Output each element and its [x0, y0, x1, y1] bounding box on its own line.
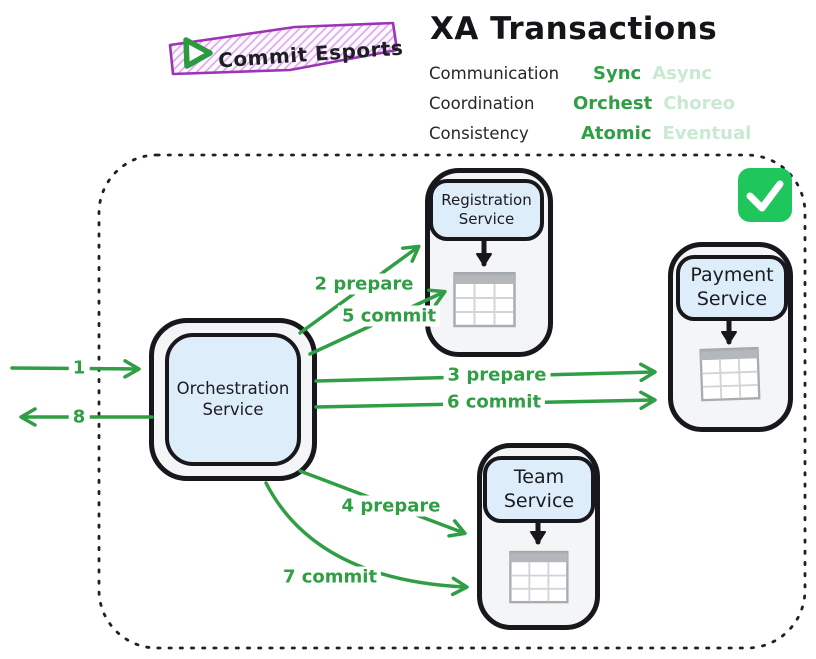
arrow-label-3-prepare: 3 prepare — [443, 364, 551, 386]
attr-label: Communication — [429, 63, 560, 83]
arrow-label-5-commit: 5 commit — [337, 305, 441, 327]
node-label-line1: Registration — [441, 191, 532, 210]
attr-unselected-value: Async — [652, 62, 713, 84]
node-label-line1: Orchestration — [176, 378, 290, 398]
attr-unselected-value: Choreo — [663, 92, 736, 114]
arrow-label-1: 1 — [68, 357, 90, 379]
node-label-box: Payment Service — [676, 255, 788, 321]
attr-row-communication: Communication Sync Async — [429, 58, 751, 88]
node-label-box: Registration Service — [429, 179, 544, 241]
arrow-label-2-prepare: 2 prepare — [310, 273, 418, 295]
play-icon — [183, 37, 213, 69]
attr-row-coordination: Coordination Orchest Choreo — [429, 88, 751, 118]
node-label-line1: Team — [513, 465, 565, 488]
node-label-box: Team Service — [483, 456, 595, 523]
badge-shape — [168, 21, 399, 76]
arrow-label-7-commit: 7 commit — [278, 566, 382, 588]
node-team-service: Team Service — [477, 443, 600, 630]
arrow-label-8: 8 — [68, 406, 90, 428]
page-title: XA Transactions — [430, 11, 718, 47]
attr-unselected-value: Eventual — [662, 122, 752, 144]
attr-row-consistency: Consistency Atomic Eventual — [429, 118, 751, 148]
attr-selected-value: Orchest — [573, 92, 653, 114]
attribute-legend: Communication Sync Async Coordination Or… — [429, 58, 751, 148]
attr-selected-value: Sync — [593, 62, 642, 84]
node-label-line2: Service — [458, 210, 515, 228]
node-label-box: Orchestration Service — [165, 333, 301, 466]
node-orchestration-service: Orchestration Service — [149, 318, 317, 481]
arrow-label-4-prepare: 4 prepare — [337, 495, 445, 517]
node-label-line1: Payment — [690, 264, 774, 287]
node-label-line2: Service — [696, 288, 768, 310]
node-label-line2: Service — [503, 489, 575, 512]
node-payment-service: Payment Service — [668, 242, 793, 432]
attr-selected-value: Atomic — [581, 122, 652, 144]
node-label-line2: Service — [202, 399, 264, 419]
arrow-label-6-commit: 6 commit — [442, 391, 546, 413]
brand-badge: Commit Esports — [162, 12, 408, 82]
attr-label: Consistency — [429, 123, 529, 143]
node-registration-service: Registration Service — [425, 168, 553, 357]
check-icon — [738, 168, 792, 222]
attr-label: Coordination — [429, 93, 535, 113]
